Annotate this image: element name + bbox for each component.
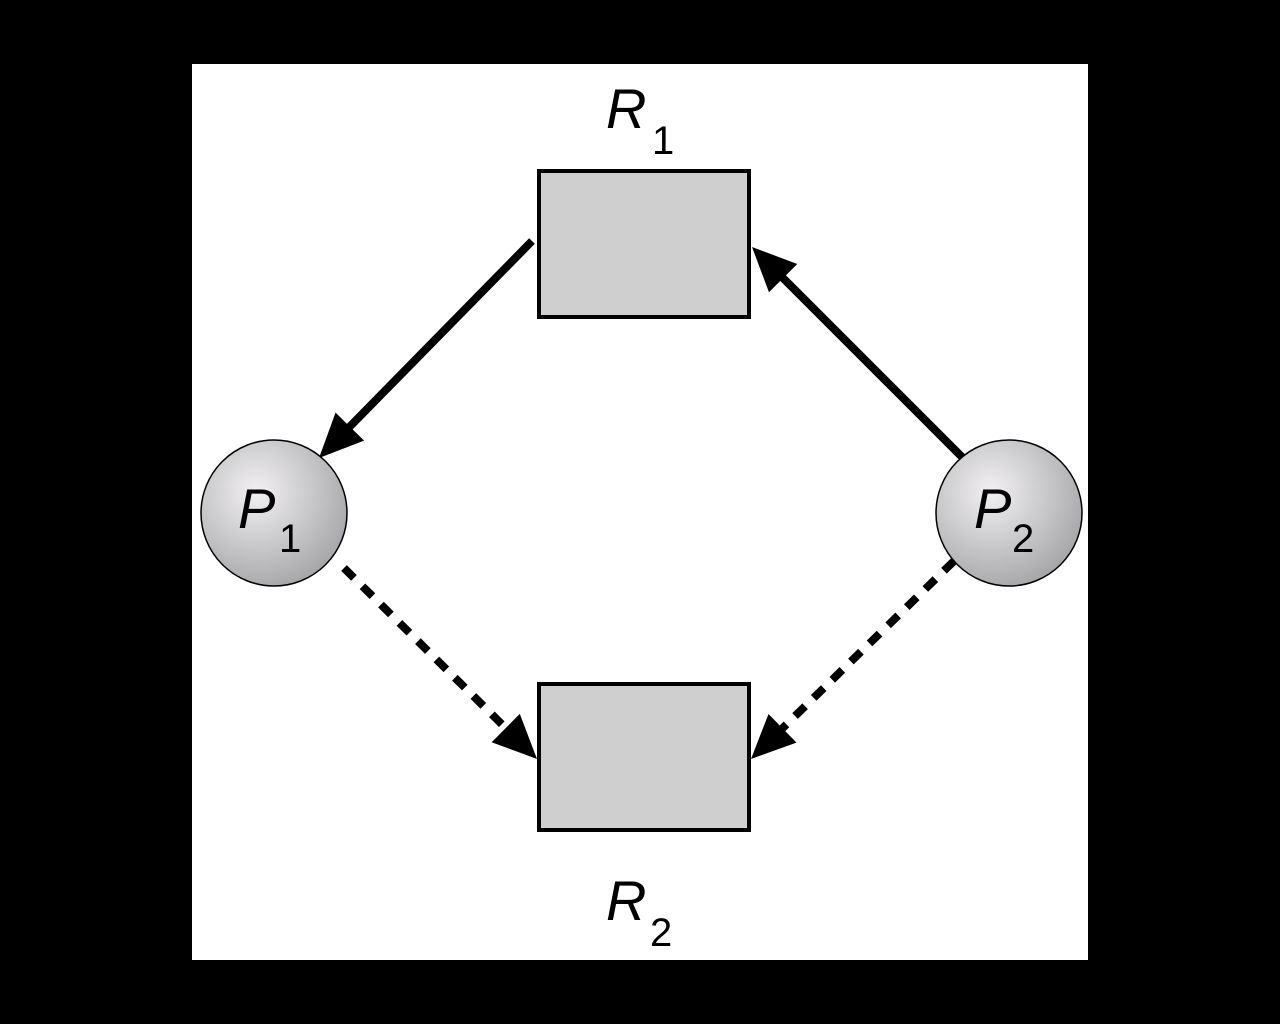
resource-r1-box[interactable] [537,169,751,319]
edge-line [776,558,957,734]
resource-allocation-graph: R 1 R 2 P 1 P 2 [200,77,1083,955]
resource-r1[interactable]: R 1 [537,77,751,319]
process-p2[interactable]: P 2 [935,439,1083,587]
process-p1[interactable]: P 1 [200,439,348,587]
edge-p2-to-r2-claim [751,558,957,759]
process-p2-label: P [974,477,1011,540]
edge-p1-to-r2-claim [341,565,537,759]
edge-line [341,565,512,734]
resource-r2[interactable]: R 2 [537,682,751,955]
process-p1-label: P [238,477,275,540]
process-p2-subscript: 2 [1012,517,1034,561]
edge-r1-to-p1-assignment [319,238,535,458]
edge-line [777,272,966,461]
edges-layer [319,238,966,759]
edge-line [344,238,535,433]
arrowhead-icon [751,713,797,759]
resource-r1-subscript: 1 [652,119,674,163]
resource-r2-label: R [606,869,646,932]
resource-r2-subscript: 2 [650,911,672,955]
arrowhead-icon [491,713,537,759]
process-p2-node[interactable] [935,439,1083,587]
edge-p2-to-r1-request [752,247,966,461]
resource-r2-box[interactable] [537,682,751,832]
arrowhead-icon [319,412,365,458]
process-p1-node[interactable] [200,439,348,587]
diagram-canvas: R 1 R 2 P 1 P 2 [192,64,1088,960]
process-p1-subscript: 1 [279,517,301,561]
resource-r1-label: R [606,77,646,140]
arrowhead-icon [752,247,798,293]
